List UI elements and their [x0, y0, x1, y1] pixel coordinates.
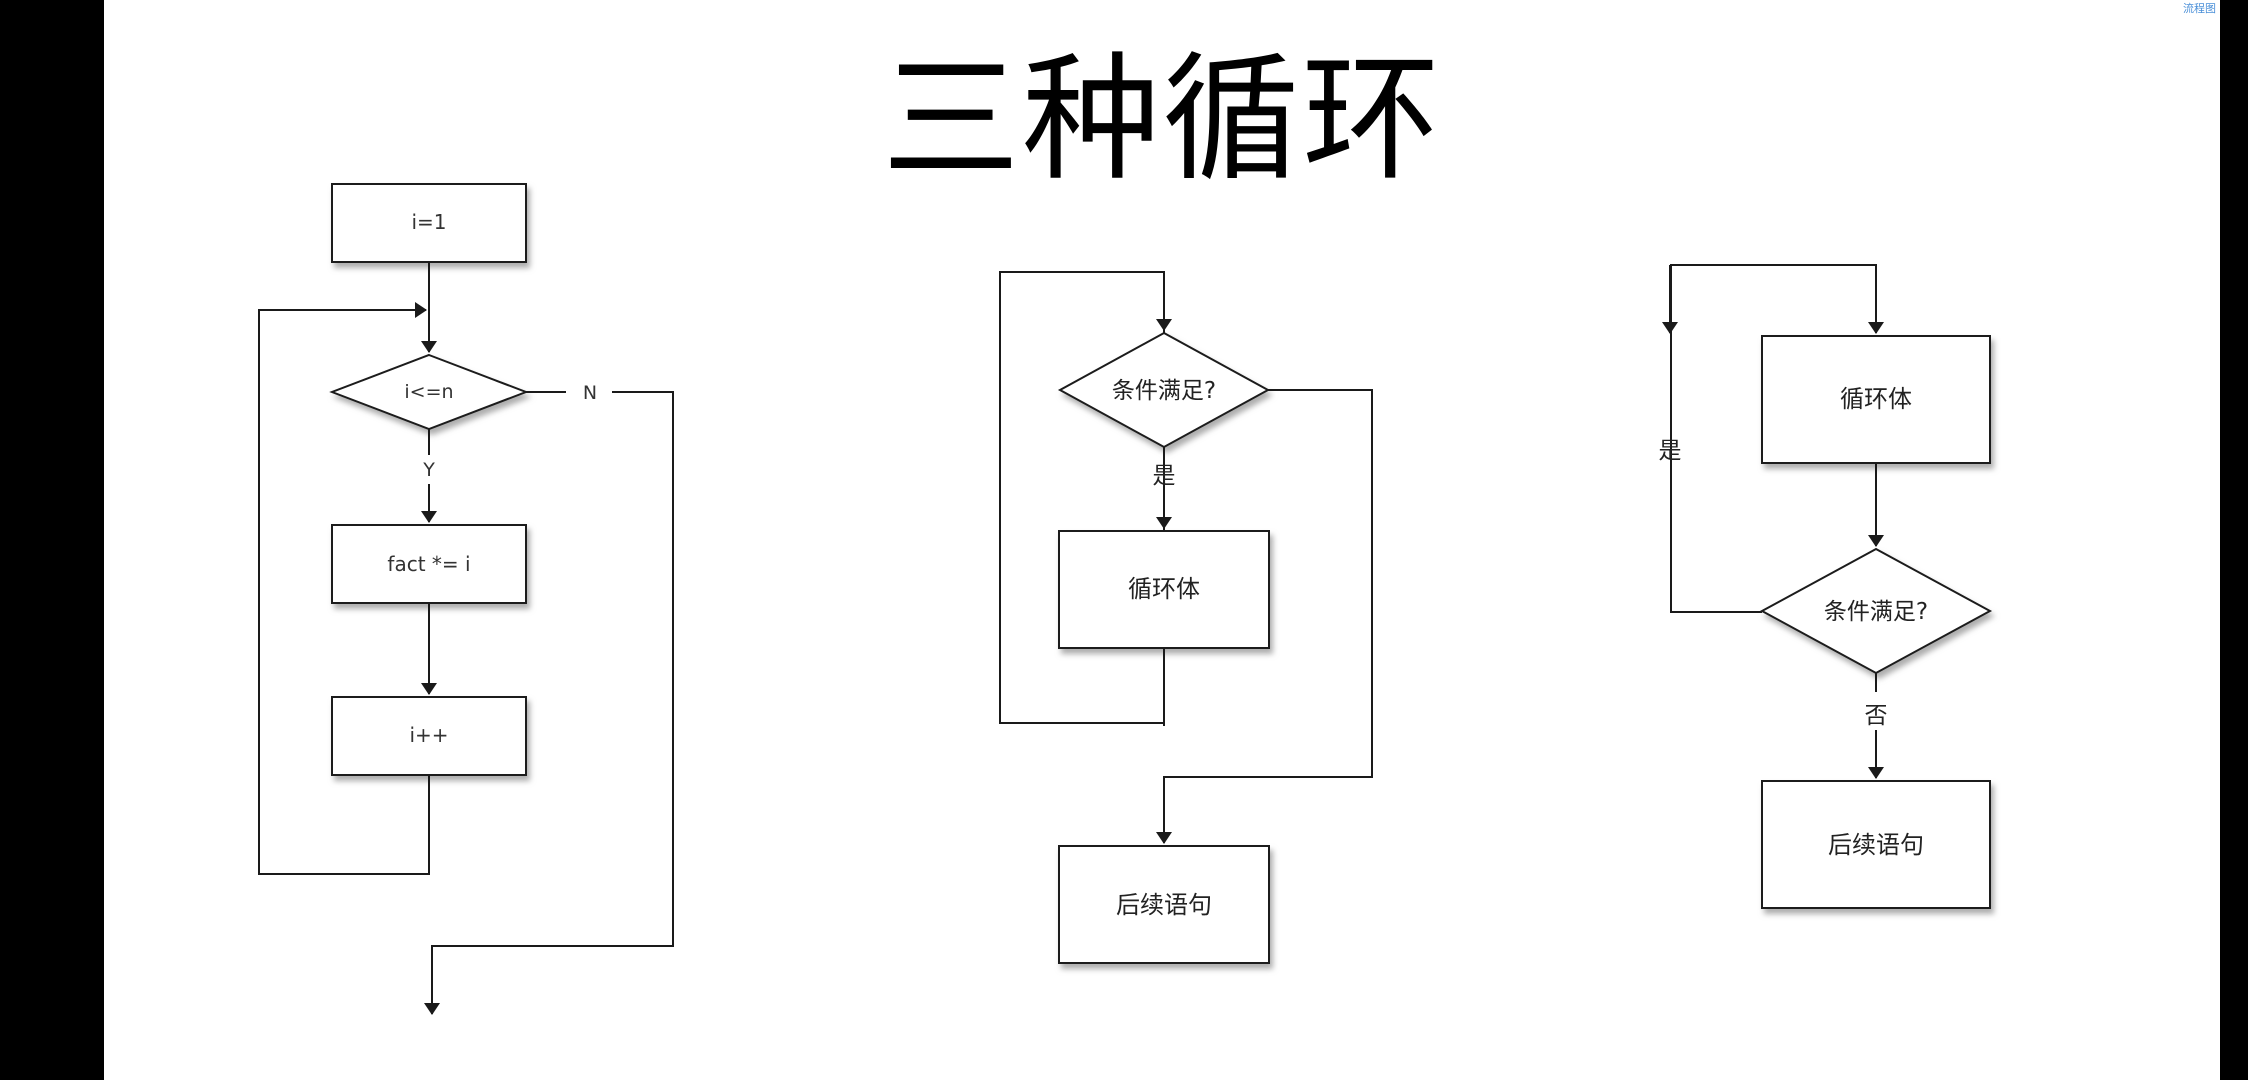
loop-back-connector	[258, 302, 430, 875]
body-box: fact *= i	[331, 524, 527, 604]
while-loop-back-frame	[999, 271, 1165, 726]
no-label: N	[583, 382, 597, 404]
right-black-bar	[2220, 0, 2248, 1080]
init-box: i=1	[331, 183, 527, 263]
while-exit-connector	[1156, 389, 1373, 844]
while-condition-diamond: 条件满足?	[1057, 331, 1271, 449]
while-after-box: 后续语句	[1058, 845, 1270, 964]
while-after-label: 后续语句	[1116, 891, 1212, 919]
do-while-no-label: 否	[1865, 703, 1888, 729]
left-black-bar	[0, 0, 104, 1080]
init-label: i=1	[411, 210, 446, 234]
do-while-yes-label: 是	[1659, 438, 1682, 464]
condition-label: i<=n	[404, 381, 453, 403]
while-body-label: 循环体	[1128, 575, 1200, 603]
do-while-condition-label: 条件满足?	[1824, 599, 1928, 625]
do-while-after-label: 后续语句	[1828, 831, 1924, 859]
corner-watermark: 流程图	[2183, 2, 2216, 15]
for-loop-diagram: i=1 i<=n Y fact *= i i++	[258, 183, 674, 1015]
while-yes-label: 是	[1153, 463, 1176, 489]
do-while-condition-diamond: 条件满足?	[1759, 547, 1993, 675]
do-body-label: 循环体	[1840, 385, 1912, 413]
exit-connector	[424, 391, 674, 1015]
while-condition-label: 条件满足?	[1112, 378, 1216, 404]
do-while-loop-diagram: 是 循环体 条件满足? 否 后续语句	[1659, 264, 1993, 909]
slide-title: 三种循环	[881, 39, 1442, 200]
flowchart-canvas: i=1 i<=n Y fact *= i i++	[258, 183, 1993, 1015]
increment-label: i++	[409, 723, 448, 747]
while-body-box: 循环体	[1058, 530, 1270, 649]
body-label: fact *= i	[387, 552, 470, 576]
do-body-box: 循环体	[1761, 335, 1991, 464]
condition-diamond: i<=n	[329, 353, 529, 431]
do-while-loop-back-connector	[1670, 264, 1884, 613]
while-loop-diagram: 条件满足? 是 循环体 后续语句	[999, 271, 1373, 964]
slide: 三种循环 流程图 i=1 i<=n	[104, 0, 2220, 1080]
do-while-after-box: 后续语句	[1761, 780, 1991, 909]
yes-label: Y	[422, 459, 435, 481]
increment-box: i++	[331, 696, 527, 776]
